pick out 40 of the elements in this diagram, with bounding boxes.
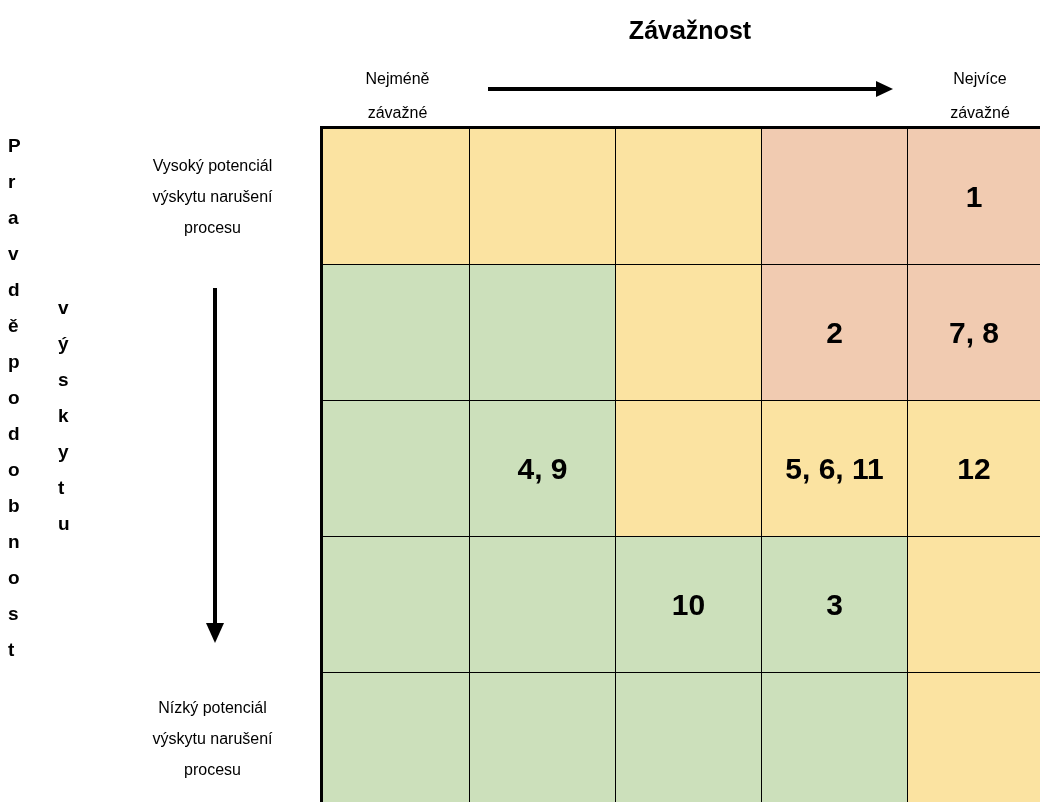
matrix-cell: [761, 264, 908, 401]
matrix-cell: [761, 400, 908, 537]
matrix-cell: [469, 264, 616, 401]
row-label: Vysoký potenciál výskytu narušení procesu: [151, 156, 274, 238]
risk-number: 2: [826, 315, 843, 351]
axis-label: Nejméně závažné: [364, 69, 431, 123]
matrix-cell: [907, 264, 1040, 401]
matrix-cell: [469, 400, 616, 537]
risk-number: 1: [965, 179, 983, 215]
axis-label: Pravděpodobnost: [8, 134, 27, 662]
matrix-cell: [615, 264, 762, 401]
axis-label: Nejvíce závažné: [949, 69, 1011, 123]
matrix-cell: [907, 672, 1040, 802]
title: Závažnost: [627, 15, 753, 46]
matrix-cell: [322, 672, 470, 802]
matrix-cell: [761, 672, 908, 802]
matrix-cell: [322, 264, 470, 401]
matrix-cell: [469, 672, 616, 802]
matrix-cell: [322, 400, 470, 537]
risk-number: 5, 6, 11: [785, 451, 884, 487]
risk-number: 10: [671, 587, 706, 623]
matrix-cell: [761, 128, 908, 265]
matrix-cell: [615, 536, 762, 673]
matrix-cell: [615, 400, 762, 537]
matrix-cell: [907, 536, 1040, 673]
risk-number: 4, 9: [517, 451, 568, 487]
matrix-cell: [615, 672, 762, 802]
axis-label: výskytu: [58, 296, 77, 536]
matrix-cell: [469, 128, 616, 265]
matrix-cell: [469, 536, 616, 673]
matrix-cell: [322, 128, 470, 265]
matrix-cell: [322, 536, 470, 673]
matrix-cell: [907, 128, 1040, 265]
matrix-cell: [761, 536, 908, 673]
risk-number: 3: [826, 587, 843, 623]
matrix-cell: [615, 128, 762, 265]
row-label: Nízký potenciál výskytu narušení procesu: [151, 698, 274, 780]
risk-number: 7, 8: [948, 315, 999, 351]
risk-number: 12: [957, 451, 991, 487]
matrix-cell: [907, 400, 1040, 537]
